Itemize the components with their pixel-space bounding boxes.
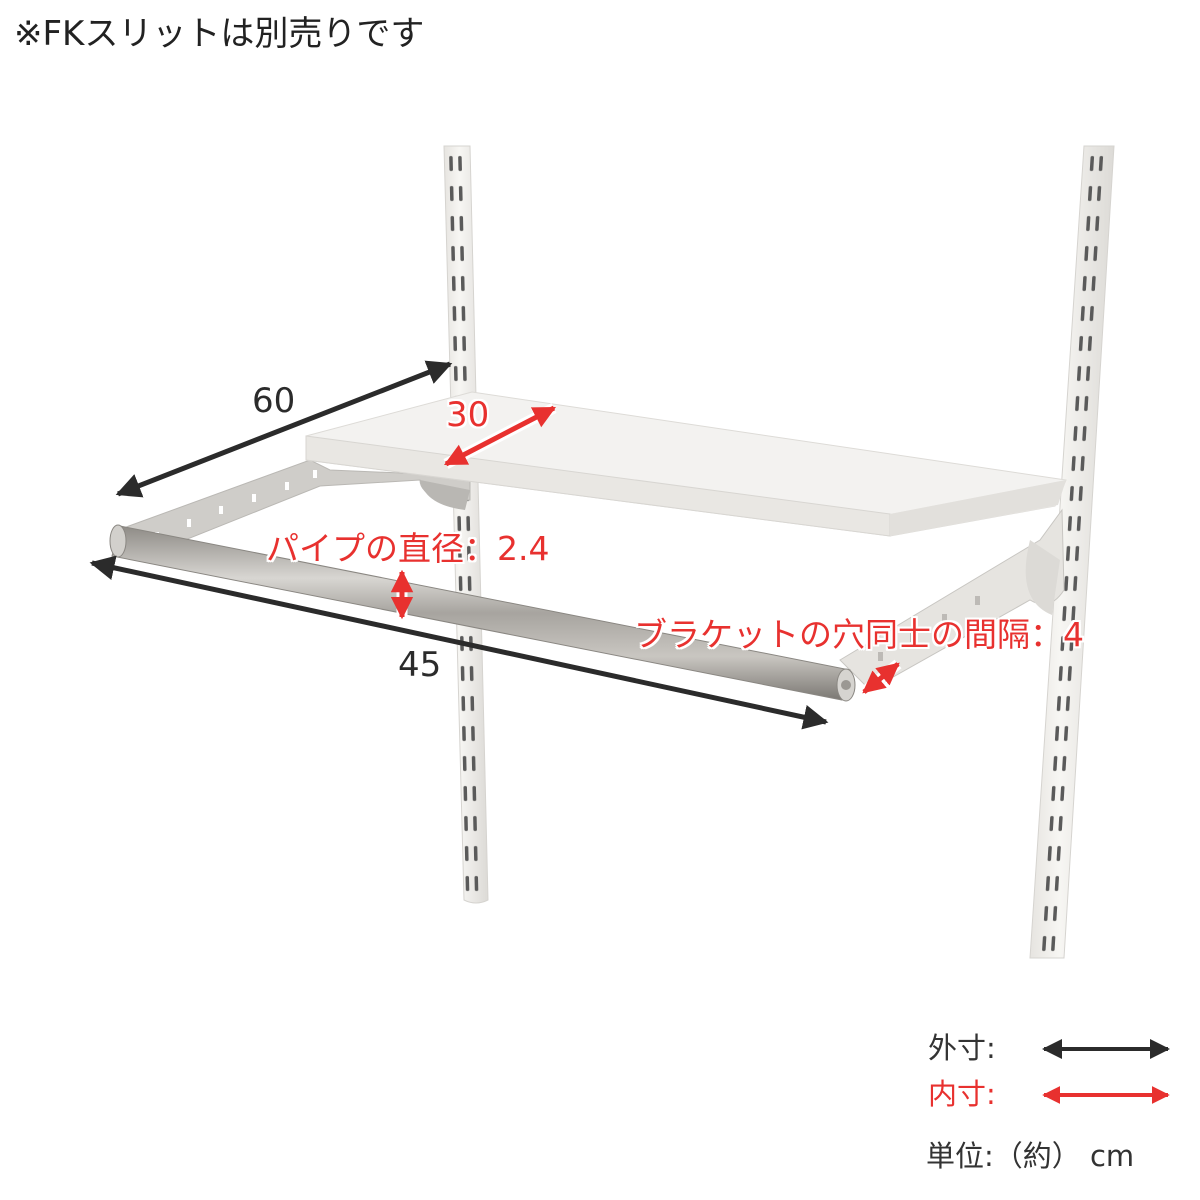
legend-inner-label: 内寸:: [928, 1077, 996, 1111]
width-arrow: [115, 360, 453, 498]
right-wall-rail: [1029, 145, 1115, 959]
right-bracket: [839, 508, 1065, 691]
hole-pitch-label: ブラケットの穴同士の間隔：4: [634, 615, 1084, 654]
pipe-diameter-label: パイプの直径：2.4: [266, 529, 550, 568]
separate-sale-note: ※FKスリットは別売りです: [14, 14, 425, 54]
pipe-length-arrow: [89, 555, 829, 730]
width-label: 60: [252, 381, 296, 421]
hole-pitch-arrow: [860, 659, 902, 697]
shelf-board: [305, 391, 1067, 537]
left-wall-rail: [443, 145, 489, 904]
unit-label: 単位:（約） cm: [926, 1139, 1135, 1173]
legend-outer-label: 外寸:: [928, 1031, 996, 1065]
depth-arrow: [443, 403, 557, 469]
depth-label: 30: [446, 395, 490, 435]
pipe-length-label: 45: [398, 645, 442, 685]
